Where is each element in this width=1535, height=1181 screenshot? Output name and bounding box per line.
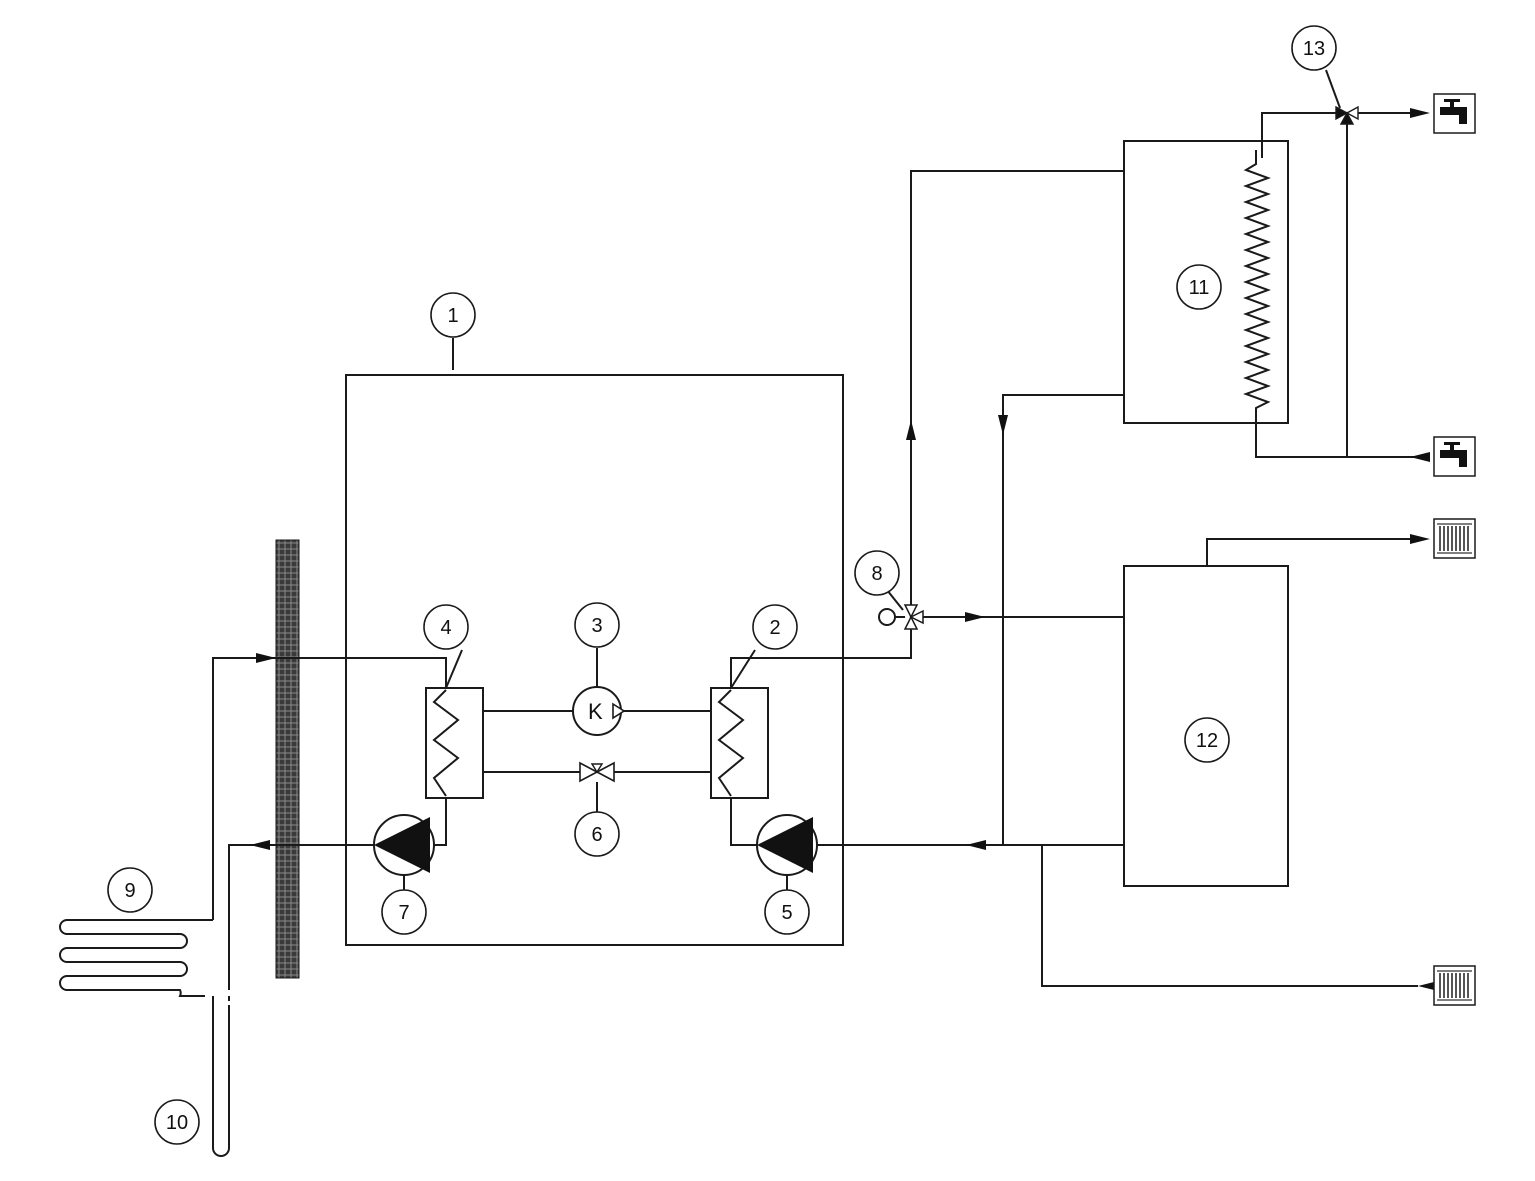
hot-water-boiler — [1123, 140, 1289, 424]
heating-circulation-pump — [756, 814, 818, 876]
callout-11: 11 — [1176, 264, 1222, 310]
boiler-coil — [1243, 150, 1271, 420]
callout-12: 12 — [1184, 717, 1230, 763]
svg-text:3: 3 — [591, 615, 602, 637]
svg-text:6: 6 — [591, 824, 602, 846]
water-tap-icon — [1433, 436, 1476, 477]
compressor-symbol: K — [588, 699, 603, 724]
condenser — [710, 687, 769, 799]
compressor: K — [572, 686, 626, 736]
svg-text:10: 10 — [166, 1112, 188, 1134]
svg-text:12: 12 — [1196, 730, 1218, 752]
brine-circulation-pump — [373, 814, 435, 876]
radiator-icon — [1433, 965, 1476, 1006]
callout-2: 2 — [752, 604, 798, 650]
thermostatic-mixing-valve — [1335, 105, 1359, 125]
callout-10: 10 — [154, 1099, 200, 1145]
three-way-diverter-valve — [878, 604, 924, 630]
callout-9: 9 — [107, 867, 153, 913]
svg-text:11: 11 — [1189, 277, 1210, 299]
svg-text:7: 7 — [398, 902, 409, 924]
heat-pump-unit-box — [345, 374, 844, 946]
callout-1: 1 — [430, 292, 476, 338]
water-tap-icon — [1433, 93, 1476, 134]
evaporator — [425, 687, 484, 799]
callout-4: 4 — [423, 604, 469, 650]
horizontal-ground-collector — [59, 919, 213, 997]
radiator-icon — [1433, 518, 1476, 559]
callout-8: 8 — [854, 550, 900, 596]
svg-text:1: 1 — [447, 305, 458, 327]
svg-text:4: 4 — [440, 617, 451, 639]
callout-13: 13 — [1291, 25, 1337, 71]
ground-wall — [275, 539, 300, 979]
callout-6: 6 — [574, 811, 620, 857]
svg-text:9: 9 — [124, 880, 135, 902]
callout-7: 7 — [381, 889, 427, 935]
svg-text:13: 13 — [1303, 38, 1325, 60]
svg-text:5: 5 — [781, 902, 792, 924]
borehole-probe — [212, 996, 230, 1157]
callout-3: 3 — [574, 602, 620, 648]
svg-text:8: 8 — [871, 563, 882, 585]
expansion-valve — [579, 761, 615, 783]
svg-text:2: 2 — [769, 617, 780, 639]
callout-5: 5 — [764, 889, 810, 935]
